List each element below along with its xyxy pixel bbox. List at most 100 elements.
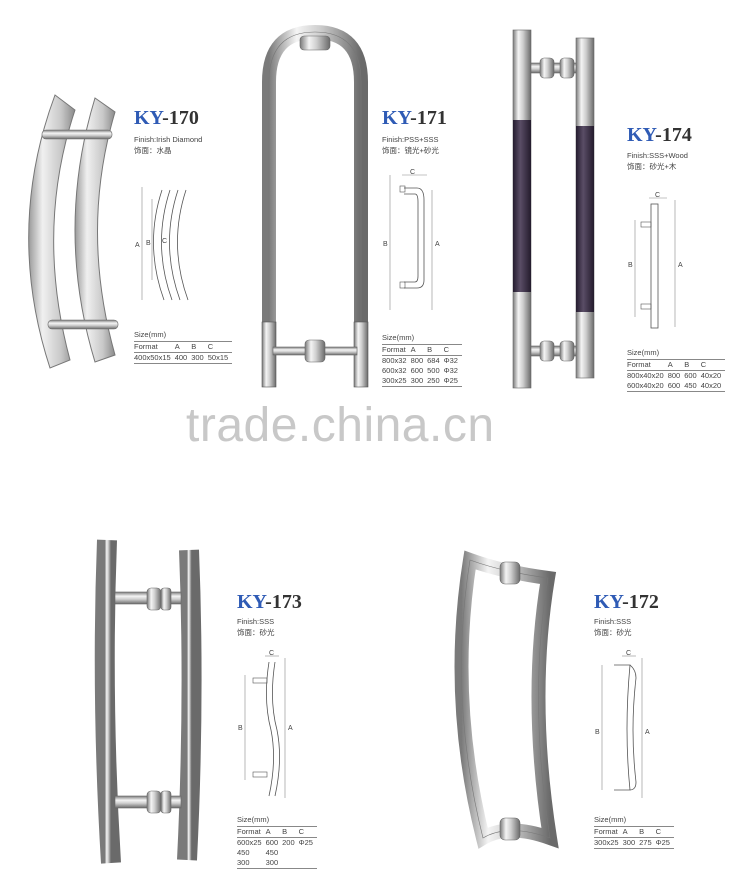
ky171-r2-b: 250 bbox=[427, 376, 444, 387]
ky172-finish: Finish:SSS 饰面：砂光 bbox=[594, 616, 632, 638]
ky172-finish-cn: 饰面：砂光 bbox=[594, 628, 632, 637]
ky174-r1-format: 600x40x20 bbox=[627, 381, 668, 392]
ky174-dimension-drawing: B A C bbox=[628, 192, 683, 329]
ky170-h-c: C bbox=[207, 341, 233, 353]
ky174-r0-format: 800x40x20 bbox=[627, 371, 664, 380]
ky171-size-label: Size(mm) bbox=[382, 333, 415, 342]
ky170-h-b: B bbox=[191, 341, 208, 353]
ky173-size-label: Size(mm) bbox=[237, 815, 270, 824]
ky173-dim-c: C bbox=[269, 650, 274, 657]
ky171-spec-row: 800x32 800 684 Φ32 bbox=[382, 356, 462, 367]
ky174-r0-a: 800 bbox=[667, 371, 681, 380]
ky174-dim-a: A bbox=[678, 262, 683, 269]
ky173-r2-a: 300 bbox=[265, 858, 283, 869]
ky171-dim-b: B bbox=[383, 241, 388, 248]
ky174-h-a: A bbox=[667, 359, 685, 371]
ky173-r2-format: 300 bbox=[237, 858, 266, 869]
ky170-dimension-drawing: A B C bbox=[135, 187, 189, 301]
ky173-r1-a: 450 bbox=[265, 848, 279, 857]
ky170-spec-row: 400x50x15 400 300 50x15 bbox=[134, 352, 233, 364]
ky173-spec-row: 300 300 bbox=[237, 858, 317, 869]
ky172-r0-format: 300x25 bbox=[594, 837, 623, 849]
ky171-spec-row: 300x25 300 250 Φ25 bbox=[382, 376, 462, 387]
ky172-h-format: Format bbox=[594, 826, 623, 838]
ky174-r1-c: 40x20 bbox=[700, 381, 726, 392]
ky174-spec-row: 600x40x20 600 450 40x20 bbox=[627, 381, 726, 392]
ky172-finish-en: Finish:SSS bbox=[594, 617, 632, 626]
ky170-dim-b: B bbox=[146, 240, 151, 247]
ky170-dim-c: C bbox=[162, 238, 167, 245]
ky170-r0-c: 50x15 bbox=[207, 352, 233, 364]
ky171-r2-format: 300x25 bbox=[382, 376, 411, 387]
ky173-dim-b: B bbox=[238, 725, 243, 732]
ky173-r1-format: 450 bbox=[237, 848, 250, 857]
ky173-r1-c bbox=[299, 848, 317, 858]
ky170-size-label: Size(mm) bbox=[134, 330, 167, 339]
ky172-h-c: C bbox=[655, 826, 674, 838]
ky172-h-a: A bbox=[622, 826, 640, 838]
ky170-r0-b: 300 bbox=[191, 352, 208, 364]
ky173-dimension-drawing: B A C bbox=[238, 650, 293, 798]
ky173-h-format: Format bbox=[237, 826, 266, 838]
ky172-model-title: KY-172 bbox=[594, 591, 659, 613]
ky171-h-a: A bbox=[410, 344, 428, 356]
ky170-spec-table: Size(mm) Format A B C 400x50x15 400 300 … bbox=[134, 330, 233, 364]
ky172-dim-a: A bbox=[645, 729, 650, 736]
ky173-finish: Finish:SSS 饰面：砂光 bbox=[237, 616, 275, 638]
ky173-r0-a: 600 bbox=[265, 838, 279, 847]
ky171-r1-b: 500 bbox=[427, 366, 440, 375]
ky170-dim-a: A bbox=[135, 242, 140, 249]
ky171-finish-en: Finish:PSS+SSS bbox=[382, 135, 439, 144]
ky174-r1-a: 600 bbox=[667, 381, 685, 392]
ky170-h-format: Format bbox=[134, 341, 175, 353]
ky170-r0-format: 400x50x15 bbox=[134, 352, 175, 364]
ky171-h-b: B bbox=[427, 344, 444, 356]
ky174-spec-table: Size(mm) Format A B C 800x40x20 800 600 … bbox=[627, 348, 726, 392]
ky170-h-a: A bbox=[174, 341, 192, 353]
ky173-h-a: A bbox=[265, 826, 283, 838]
ky172-dim-b: B bbox=[595, 729, 600, 736]
ky172-product-image bbox=[454, 550, 559, 849]
ky170-product-image bbox=[28, 94, 119, 369]
ky171-r0-b: 684 bbox=[427, 356, 440, 365]
ky173-model-title: KY-173 bbox=[237, 591, 302, 613]
ky172-spec-row: 300x25 300 275 Φ25 bbox=[594, 837, 674, 849]
ky172-h-b: B bbox=[639, 826, 656, 838]
ky172-dim-c: C bbox=[626, 650, 631, 657]
ky173-finish-cn: 饰面：砂光 bbox=[237, 628, 275, 637]
ky173-spec-header: Format A B C bbox=[237, 826, 317, 838]
ky171-model-title: KY-171 bbox=[382, 107, 447, 129]
ky171-spec-row: 600x32 600 500 Φ32 bbox=[382, 366, 462, 376]
ky170-finish-cn: 饰面：水晶 bbox=[134, 146, 172, 155]
ky173-finish-en: Finish:SSS bbox=[237, 617, 275, 626]
ky174-r1-b: 450 bbox=[684, 381, 701, 392]
ky170-model-title: KY-170 bbox=[134, 107, 199, 129]
ky174-spec-row: 800x40x20 800 600 40x20 bbox=[627, 371, 725, 382]
ky174-h-b: B bbox=[684, 359, 701, 371]
ky171-r0-c: Φ32 bbox=[443, 356, 458, 365]
ky170-finish: Finish:Irish Diamond 饰面：水晶 bbox=[134, 134, 202, 156]
ky173-r0-b: 200 bbox=[282, 838, 295, 847]
ky170-spec-header: Format A B C bbox=[134, 341, 233, 353]
ky173-spec-row: 600x25 600 200 Φ25 bbox=[237, 838, 317, 849]
ky174-r0-b: 600 bbox=[684, 371, 697, 380]
ky171-dimension-drawing: B A C bbox=[383, 169, 440, 310]
ky174-model-title: KY-174 bbox=[627, 124, 692, 146]
ky170-finish-en: Finish:Irish Diamond bbox=[134, 135, 203, 144]
ky174-finish: Finish:SSS+Wood 饰面：砂光+木 bbox=[627, 150, 688, 172]
ky171-spec-header: Format A B C bbox=[382, 344, 462, 356]
ky171-r0-a: 800 bbox=[410, 356, 424, 365]
ky171-r0-format: 800x32 bbox=[382, 356, 407, 365]
ky174-finish-en: Finish:SSS+Wood bbox=[627, 151, 688, 160]
ky174-product-image bbox=[512, 29, 595, 389]
ky171-dim-a: A bbox=[435, 241, 440, 248]
ky174-size-label: Size(mm) bbox=[627, 348, 660, 357]
ky174-h-format: Format bbox=[627, 359, 668, 371]
ky172-r0-c: Φ25 bbox=[655, 837, 674, 849]
ky171-dim-c: C bbox=[410, 169, 415, 176]
ky172-dimension-drawing: B A C bbox=[595, 650, 650, 798]
ky172-r0-b: 275 bbox=[639, 837, 656, 849]
ky174-h-c: C bbox=[700, 359, 726, 371]
ky171-finish: Finish:PSS+SSS 饰面：镜光+砂光 bbox=[382, 134, 439, 156]
ky172-spec-header: Format A B C bbox=[594, 826, 674, 838]
